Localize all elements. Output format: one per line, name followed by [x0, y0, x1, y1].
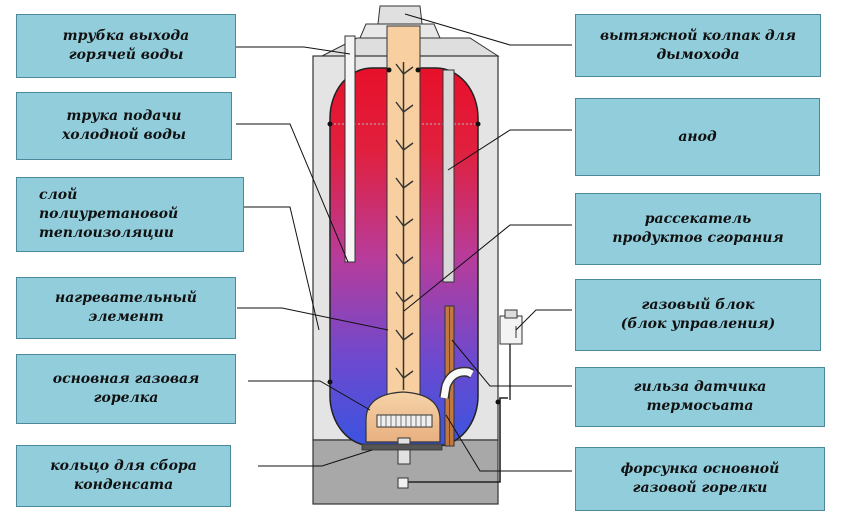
condensate-ring — [361, 443, 443, 451]
label-sensor-sleeve-text: гильза датчика термосьата — [633, 379, 767, 414]
label-condensate-ring-text: кольцо для сбора конденсата — [50, 458, 197, 493]
burner-grill — [376, 414, 433, 428]
hot-water-pipe — [344, 35, 356, 263]
label-main-burner-text: основная газовая горелка — [52, 371, 200, 406]
label-flue-divider: рассекатель продуктов сгорания — [575, 193, 821, 265]
label-heating-element-text: нагревательный элемент — [55, 290, 197, 325]
label-hot-water-outlet: трубка выхода горячей воды — [16, 14, 236, 78]
label-gas-block-text: газовый блок (блок управления) — [620, 297, 776, 332]
label-gas-block: газовый блок (блок управления) — [575, 279, 821, 351]
label-cold-water-inlet: трука подачи холодной воды — [16, 92, 232, 160]
label-main-burner: основная газовая горелка — [16, 354, 236, 424]
label-heating-element: нагревательный элемент — [16, 277, 236, 339]
burner-nozzle — [397, 477, 409, 489]
label-insulation-text: слой полиуретановой теплоизоляции — [39, 187, 179, 241]
anode-rod — [442, 69, 455, 283]
leader-lines — [236, 13, 572, 472]
label-burner-nozzle: форсунка основной газовой горелки — [575, 447, 825, 511]
nozzle-tubing — [405, 397, 508, 483]
label-sensor-sleeve: гильза датчика термосьата — [575, 367, 825, 427]
label-burner-nozzle-text: форсунка основной газовой горелки — [620, 461, 780, 496]
label-anode: анод — [575, 98, 820, 176]
label-insulation: слой полиуретановой теплоизоляции — [16, 177, 244, 252]
label-cold-water-inlet-text: трука подачи холодной воды — [61, 108, 187, 143]
gas-block — [499, 315, 523, 345]
label-exhaust-hood-text: вытяжной колпак для дымохода — [599, 27, 797, 63]
flue-divider-baffles — [395, 63, 414, 379]
label-exhaust-hood: вытяжной колпак для дымохода — [575, 14, 821, 77]
label-flue-divider-text: рассекатель продуктов сгорания — [612, 211, 784, 246]
burner-stem — [397, 437, 411, 465]
label-condensate-ring: кольцо для сбора конденсата — [16, 445, 231, 507]
label-hot-water-outlet-text: трубка выхода горячей воды — [62, 28, 190, 63]
label-anode-text: анод — [678, 128, 717, 145]
junction-dots — [327, 67, 501, 405]
